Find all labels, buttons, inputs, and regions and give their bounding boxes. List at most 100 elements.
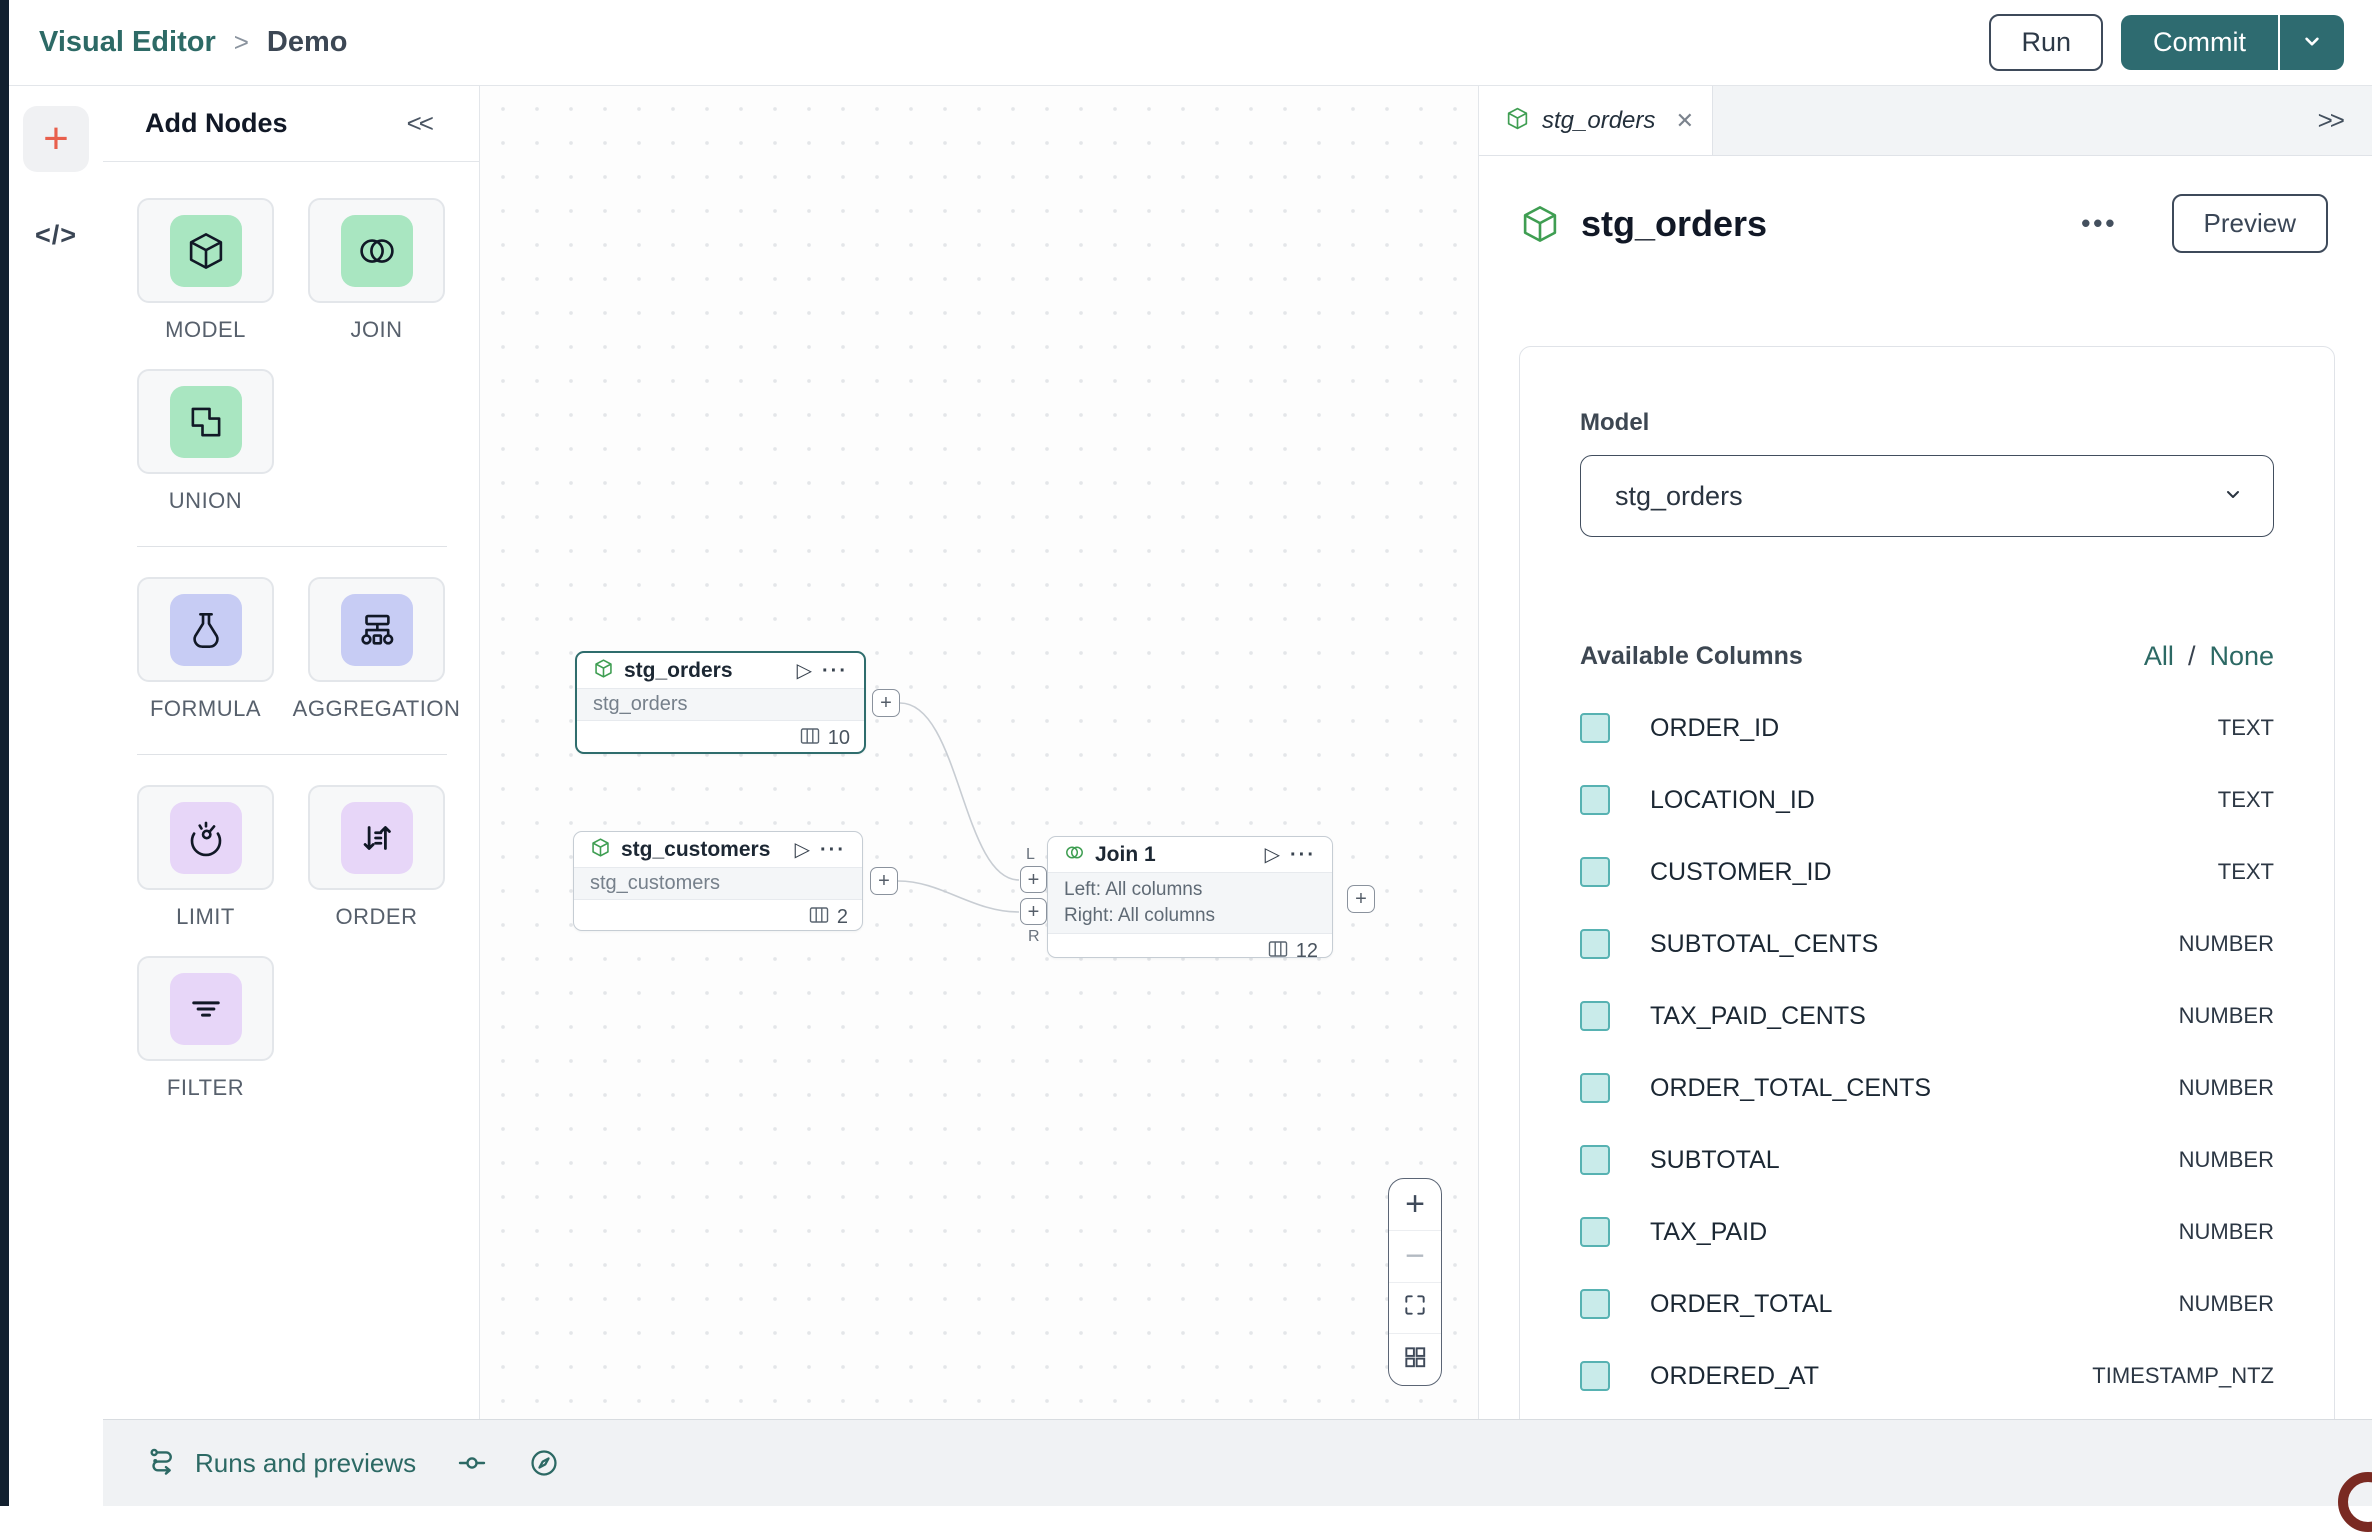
tile-aggregation[interactable]: AGGREGATION	[293, 577, 460, 722]
breadcrumb-visual-editor[interactable]: Visual Editor	[39, 26, 216, 58]
column-checkbox[interactable]	[1580, 857, 1610, 887]
column-row: ORDER_TOTAL_CENTS NUMBER	[1580, 1052, 2274, 1124]
tile-limit[interactable]: LIMIT	[137, 785, 274, 930]
zoom-in-icon: +	[1405, 1184, 1425, 1223]
tab-stg-orders[interactable]: stg_orders ✕	[1479, 86, 1713, 155]
tile-union[interactable]: UNION	[137, 369, 274, 514]
join-circles-icon	[340, 214, 413, 287]
column-count: 12	[1295, 939, 1318, 958]
cube-icon	[1523, 205, 1557, 242]
tile-model[interactable]: MODEL	[137, 198, 274, 343]
column-checkbox[interactable]	[1580, 1001, 1610, 1031]
node-menu-icon[interactable]: ···	[822, 659, 848, 682]
auto-layout-button[interactable]	[1389, 1333, 1441, 1385]
column-checkbox[interactable]	[1580, 1289, 1610, 1319]
node-config-panel: stg_orders ✕ >> stg_orders ••• Preview M…	[1478, 86, 2372, 1506]
node-stg-customers[interactable]: stg_customers ▷ ··· stg_customers 2	[573, 831, 863, 931]
panel-title-row: stg_orders ••• Preview	[1479, 156, 2372, 253]
columns-list: ORDER_ID TEXT LOCATION_ID TEXT CUSTOMER_…	[1580, 692, 2274, 1412]
compass-icon[interactable]	[528, 1447, 560, 1479]
node-join-1[interactable]: Join 1 ▷ ··· Left: All columns Right: Al…	[1047, 836, 1333, 958]
tile-join[interactable]: JOIN	[308, 198, 445, 343]
topbar: Visual Editor > Demo Run Commit	[9, 0, 2372, 86]
sort-arrows-icon	[340, 801, 413, 874]
column-checkbox[interactable]	[1580, 785, 1610, 815]
column-checkbox[interactable]	[1580, 1073, 1610, 1103]
column-checkbox[interactable]	[1580, 1217, 1610, 1247]
expand-panel-icon[interactable]: >>	[2317, 105, 2345, 135]
add-nodes-panel: Add Nodes << MODEL JOIN	[103, 86, 480, 1419]
zoom-in-button[interactable]: +	[1389, 1179, 1441, 1230]
output-port-stg-customers[interactable]: +	[870, 867, 898, 895]
output-port-stg-orders[interactable]: +	[872, 689, 900, 717]
commit-node-icon[interactable]	[456, 1447, 488, 1479]
model-config-card: Model stg_orders Available Columns All /…	[1519, 346, 2335, 1486]
model-select[interactable]: stg_orders	[1580, 455, 2274, 537]
tree-icon	[340, 593, 413, 666]
chevron-down-icon	[2299, 28, 2325, 57]
fit-view-button[interactable]	[1389, 1281, 1441, 1334]
panel-menu-icon[interactable]: •••	[2081, 208, 2118, 238]
column-row: ORDERED_AT TIMESTAMP_NTZ	[1580, 1340, 2274, 1412]
runs-and-previews-button[interactable]: Runs and previews	[147, 1445, 416, 1482]
select-none-link[interactable]: None	[2209, 641, 2274, 671]
model-label: Model	[1580, 409, 1650, 436]
column-checkbox[interactable]	[1580, 929, 1610, 959]
column-row: TAX_PAID NUMBER	[1580, 1196, 2274, 1268]
node-menu-icon[interactable]: ···	[820, 838, 846, 861]
column-row: TAX_PAID_CENTS NUMBER	[1580, 980, 2274, 1052]
columns-icon	[800, 727, 820, 750]
column-checkbox[interactable]	[1580, 1361, 1610, 1391]
column-count: 10	[827, 726, 850, 749]
join-left-input-port[interactable]: +	[1020, 866, 1047, 893]
zoom-out-button[interactable]: −	[1389, 1229, 1441, 1282]
gauge-icon	[169, 801, 242, 874]
run-button[interactable]: Run	[1989, 14, 2103, 71]
columns-icon	[1268, 940, 1288, 958]
commit-button[interactable]: Commit	[2121, 15, 2278, 70]
canvas-zoom-controls: + −	[1388, 1178, 1442, 1386]
chevron-down-icon	[2221, 482, 2245, 511]
tile-formula[interactable]: FORMULA	[137, 577, 274, 722]
add-nodes-header: Add Nodes <<	[103, 86, 479, 162]
page-title: stg_orders	[1581, 202, 1768, 244]
play-icon[interactable]: ▷	[796, 659, 813, 682]
grid-icon	[1402, 1344, 1428, 1375]
tile-order[interactable]: ORDER	[308, 785, 445, 930]
union-squares-icon	[169, 385, 242, 458]
column-row: CUSTOMER_ID TEXT	[1580, 836, 2274, 908]
all-none-separator: /	[2187, 641, 2196, 671]
join-right-input-port[interactable]: +	[1020, 898, 1047, 925]
close-icon[interactable]: ✕	[1675, 107, 1694, 133]
commit-split-button: Commit	[2121, 15, 2344, 70]
play-icon[interactable]: ▷	[1264, 843, 1281, 866]
node-menu-icon[interactable]: ···	[1290, 843, 1316, 866]
dag-canvas[interactable]: stg_orders ▷ ··· stg_orders 10 + stg_cus…	[480, 86, 1478, 1419]
column-checkbox[interactable]	[1580, 713, 1610, 743]
plus-icon: +	[43, 114, 69, 163]
tile-filter[interactable]: FILTER	[137, 956, 274, 1101]
column-checkbox[interactable]	[1580, 1145, 1610, 1175]
preview-button[interactable]: Preview	[2171, 194, 2328, 253]
output-port-join[interactable]: +	[1347, 885, 1375, 913]
column-row: SUBTOTAL NUMBER	[1580, 1124, 2274, 1196]
node-stg-orders[interactable]: stg_orders ▷ ··· stg_orders 10	[575, 651, 866, 754]
commit-dropdown-button[interactable]	[2278, 15, 2344, 70]
cube-icon	[593, 658, 614, 684]
join-circles-icon	[1064, 842, 1085, 868]
add-node-rail-button[interactable]: +	[23, 106, 89, 172]
breadcrumb-current-demo: Demo	[266, 26, 348, 58]
code-view-button[interactable]: </>	[35, 220, 77, 251]
columns-icon	[809, 906, 829, 929]
flask-icon	[169, 593, 242, 666]
column-row: SUBTOTAL_CENTS NUMBER	[1580, 908, 2274, 980]
code-icon: </>	[34, 220, 78, 250]
breadcrumb-separator: >	[233, 27, 249, 57]
collapse-panel-icon[interactable]: <<	[406, 108, 434, 138]
play-icon[interactable]: ▷	[794, 838, 811, 861]
column-row: LOCATION_ID TEXT	[1580, 764, 2274, 836]
select-all-link[interactable]: All	[2143, 641, 2174, 671]
runs-path-icon	[147, 1445, 179, 1482]
edge-connections	[897, 702, 1020, 913]
column-row: ORDER_TOTAL NUMBER	[1580, 1268, 2274, 1340]
